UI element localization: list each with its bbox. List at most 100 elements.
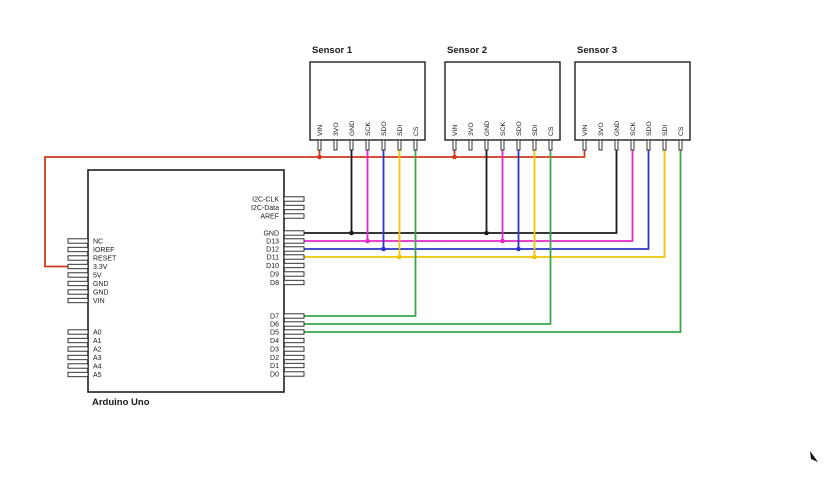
sensor-3-title: Sensor 3 — [577, 45, 617, 56]
arduino-left-pin-stub-reset-2 — [67, 255, 89, 261]
arduino-right-pin-label-d3-14: D3 — [270, 346, 279, 353]
junction-dot-black-2 — [349, 230, 354, 236]
sensor-2-pin-label-vin: VIN — [452, 125, 459, 136]
arduino-box — [87, 169, 285, 393]
junction-dot-blue-6 — [381, 246, 386, 252]
sensor-2-pin-stub-sck — [500, 139, 505, 151]
wire-gnd-bus — [304, 150, 618, 234]
arduino-right-pin-label-d1-16: D1 — [270, 363, 279, 370]
arduino-right-pin-stub-d10-7 — [283, 262, 305, 269]
arduino-left-pin-label-a2-10: A2 — [93, 346, 102, 353]
sensor-1-title: Sensor 1 — [312, 45, 353, 56]
arduino-left-pin-label-ioref-1: IOREF — [93, 247, 114, 254]
arduino-right-pin-stub-d6-11 — [283, 321, 305, 327]
arduino-right-pin-label-d11-6: D11 — [267, 254, 279, 261]
sensor-1-pin-label-gnd: GND — [349, 121, 356, 136]
arduino-right-pin-stub-d0-17 — [283, 371, 305, 377]
arduino-left-pin-label-5v-4: 5V — [93, 272, 102, 279]
sensor-2-pin-label-sdo: SDO — [516, 121, 523, 136]
sensor-3-pin-stub-gnd — [614, 139, 619, 151]
arduino-left-pin-label-a3-11: A3 — [93, 355, 102, 362]
arduino-right-pin-stub-d8-9 — [283, 279, 305, 286]
sensor-3-pin-label-sdi: SDI — [662, 125, 669, 136]
sensor-3-pin-stub-vin — [582, 139, 587, 151]
sensor-1-pin-stub-sck — [365, 139, 370, 151]
sensor-2-box — [444, 61, 561, 141]
arduino-right-pin-label-i2c-data-1: I2C-Data — [251, 205, 279, 212]
arduino-right-pin-label-d4-13: D4 — [270, 338, 279, 345]
sensor-1-pin-stub-3vo — [333, 139, 338, 151]
sensor-1-pin-stub-gnd — [349, 139, 354, 151]
arduino-left-pin-label-a0-8: A0 — [93, 329, 102, 336]
sensor-3-pin-label-gnd: GND — [614, 121, 621, 136]
sensor-1-pin-label-vin: VIN — [317, 125, 324, 136]
sensor-1-box — [309, 61, 426, 141]
arduino-left-pin-stub-vin-7 — [67, 297, 89, 304]
arduino-right-pin-label-d7-10: D7 — [270, 313, 279, 320]
sensor-3-pin-label-cs: CS — [678, 126, 685, 136]
arduino-right-pin-stub-d5-12 — [283, 329, 305, 335]
arduino-left-pin-stub-5v-4 — [67, 272, 89, 278]
sensor-2-pin-stub-gnd — [484, 139, 489, 151]
junction-dot-magenta-5 — [500, 238, 505, 244]
arduino-right-pin-label-d0-17: D0 — [270, 371, 279, 378]
arduino-right-pin-label-aref-2: AREF — [260, 213, 279, 220]
arduino-right-pin-label-d6-11: D6 — [270, 321, 279, 328]
arduino-left-pin-stub-gnd-6 — [67, 289, 89, 295]
sensor-3-pin-stub-sdo — [646, 139, 651, 151]
arduino-right-pin-stub-i2c-data-1 — [283, 204, 305, 211]
arduino-right-pin-stub-i2c-clk-0 — [283, 196, 305, 202]
sensor-3-pin-label-3vo: 3VO — [598, 122, 605, 136]
sensor-2-pin-stub-3vo — [468, 139, 473, 151]
arduino-left-pin-label-nc-0: NC — [93, 238, 103, 245]
junction-dot-magenta-4 — [365, 238, 370, 244]
wires-layer — [44, 150, 682, 333]
arduino-right-pin-label-d10-7: D10 — [266, 263, 279, 270]
sensor-2-pin-label-gnd: GND — [484, 121, 491, 136]
arduino-left-pin-stub-a3-11 — [67, 354, 89, 361]
arduino-right-pin-stub-d13-4 — [283, 238, 305, 244]
sensor-1-pin-label-3vo: 3VO — [333, 122, 340, 136]
sensor-2-pin-label-3vo: 3VO — [468, 122, 475, 136]
sensor-2-pin-label-sdi: SDI — [532, 125, 539, 136]
arduino-right-pin-label-d8-9: D8 — [270, 280, 279, 287]
arduino-right-pin-label-d5-12: D5 — [270, 329, 279, 336]
arduino-left-pin-stub-nc-0 — [67, 238, 89, 244]
junctions-layer — [317, 154, 537, 260]
components-layer: Sensor 1 VIN 3VO GND SCK SDO SDI CS Sensor 2 VIN 3… — [67, 45, 818, 462]
arduino-right-pin-label-d9-8: D9 — [270, 271, 279, 278]
sensor-1-pin-stub-vin — [317, 139, 322, 151]
junction-dot-red-0 — [317, 154, 322, 160]
sensor-2-pin-stub-sdo — [516, 139, 521, 151]
wire-cs3-wire — [304, 150, 682, 333]
arduino-left-pin-label-33v-3: 3.3V — [93, 264, 108, 271]
wire-sdi-bus — [304, 150, 666, 258]
sensor-1-pin-label-sck: SCK — [365, 122, 372, 136]
arduino-left-pin-label-gnd-6: GND — [93, 289, 109, 296]
arduino-left-pin-stub-gnd-5 — [67, 280, 89, 287]
sensor-2-pin-stub-sdi — [532, 139, 537, 151]
sensor-3-pin-label-sck: SCK — [630, 122, 637, 136]
junction-dot-blue-7 — [516, 246, 521, 252]
sensor-2-title: Sensor 2 — [447, 45, 487, 56]
sensor-3-pin-stub-sck — [630, 139, 635, 151]
junction-dot-black-3 — [484, 230, 489, 236]
arduino-right-pin-label-i2c-clk-0: I2C-CLK — [252, 196, 279, 203]
sensor-1-pin-stub-cs — [413, 139, 418, 151]
arduino-right-pin-stub-gnd-3 — [283, 230, 305, 236]
arduino-right-pin-label-d12-5: D12 — [266, 246, 279, 253]
arduino-left-pin-stub-a2-10 — [67, 346, 89, 352]
arduino-right-pin-stub-d12-5 — [283, 246, 305, 252]
arduino-left-pin-stub-a0-8 — [67, 329, 89, 335]
sensor-3-pin-label-sdo: SDO — [646, 121, 653, 136]
arduino-left-pin-stub-a1-9 — [67, 337, 89, 344]
sensor-3-pin-label-vin: VIN — [582, 125, 589, 136]
junction-dot-yellow-8 — [397, 254, 402, 260]
arduino-right-pin-stub-aref-2 — [283, 213, 305, 219]
arduino-right-pin-label-d13-4: D13 — [266, 238, 279, 245]
arduino-right-pin-label-gnd-3: GND — [263, 230, 279, 237]
sensor-1-pin-stub-sdo — [381, 139, 386, 151]
arduino-left-pin-label-a5-13: A5 — [93, 372, 102, 379]
wire-sck-bus — [304, 150, 634, 242]
junction-dot-red-1 — [452, 154, 457, 160]
